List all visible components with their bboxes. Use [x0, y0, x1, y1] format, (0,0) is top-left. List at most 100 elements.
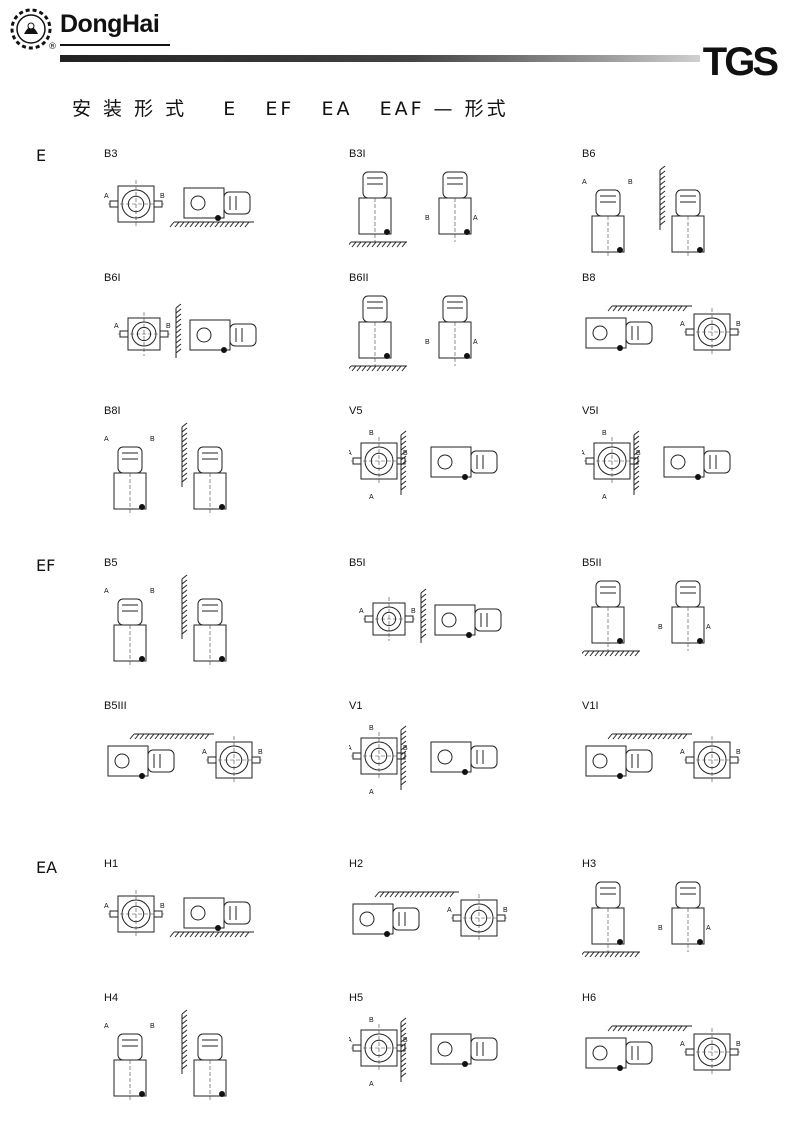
brand-underline [60, 44, 170, 46]
mount-label: B3 [104, 148, 118, 160]
svg-text:A: A [602, 494, 607, 501]
svg-text:B: B [369, 1017, 374, 1024]
svg-text:A: A [359, 608, 364, 615]
svg-text:A: A [680, 1041, 685, 1048]
gear-emblem-icon [10, 8, 52, 50]
mount-v5i: V5I A B B A [582, 405, 802, 515]
svg-text:B: B [736, 321, 741, 328]
mount-label: B8 [582, 272, 596, 284]
svg-text:B: B [403, 1037, 408, 1044]
svg-text:A: A [582, 179, 587, 186]
svg-text:A: A [447, 907, 452, 914]
svg-text:A: A [349, 1037, 352, 1044]
svg-text:A: A [473, 215, 478, 222]
svg-text:B: B [658, 624, 663, 631]
mount-label: B5III [104, 700, 127, 712]
mount-label: B8I [104, 405, 121, 417]
svg-text:B: B [150, 436, 155, 443]
mounting-schematic: A B B A [582, 430, 731, 501]
mount-label: H4 [104, 992, 119, 1004]
svg-text:B: B [160, 193, 165, 200]
svg-text:B: B [166, 323, 171, 330]
section-label-e: E [36, 146, 47, 165]
header-rule [60, 55, 700, 62]
mount-label: B6I [104, 272, 121, 284]
section-label-ea: EA [36, 858, 58, 877]
mount-label: B6 [582, 148, 596, 160]
svg-text:A: A [114, 323, 119, 330]
svg-text:A: A [680, 749, 685, 756]
svg-text:A: A [104, 193, 109, 200]
svg-text:B: B [411, 608, 416, 615]
mount-label: V1I [582, 700, 599, 712]
mount-label: V5 [349, 405, 363, 417]
svg-text:A: A [104, 1023, 109, 1030]
registered-mark: ® [48, 42, 57, 52]
svg-text:B: B [403, 450, 408, 457]
svg-text:B: B [658, 925, 663, 932]
svg-text:B: B [636, 450, 641, 457]
section-label-ef: EF [36, 556, 56, 575]
svg-text:B: B [736, 1041, 741, 1048]
svg-text:B: B [425, 339, 430, 346]
mount-label: H1 [104, 858, 119, 870]
svg-text:A: A [202, 749, 207, 756]
page-header: DongHai ® TGS [0, 0, 806, 90]
svg-text:B: B [602, 430, 607, 437]
mount-label: B5I [349, 557, 366, 569]
svg-text:A: A [582, 450, 585, 457]
mount-label: V5I [582, 405, 599, 417]
svg-text:B: B [369, 725, 374, 732]
mount-label: B3I [349, 148, 366, 160]
svg-text:A: A [104, 436, 109, 443]
mount-b3: B3 A B [104, 148, 324, 258]
mount-label: H2 [349, 858, 364, 870]
svg-text:A: A [473, 339, 478, 346]
product-logo: TGS [702, 40, 779, 84]
svg-text:A: A [369, 494, 374, 501]
svg-text:B: B [503, 907, 508, 914]
svg-text:A: A [349, 450, 352, 457]
page-title: 安 装 形 式 E EF EA EAF — 形式 [72, 98, 509, 120]
svg-text:B: B [258, 749, 263, 756]
svg-text:A: A [104, 588, 109, 595]
mount-label: B5II [582, 557, 602, 569]
svg-text:A: A [680, 321, 685, 328]
mount-label: B6II [349, 272, 369, 284]
svg-text:A: A [369, 789, 374, 796]
svg-text:B: B [736, 749, 741, 756]
mount-label: H5 [349, 992, 364, 1004]
svg-text:A: A [104, 903, 109, 910]
